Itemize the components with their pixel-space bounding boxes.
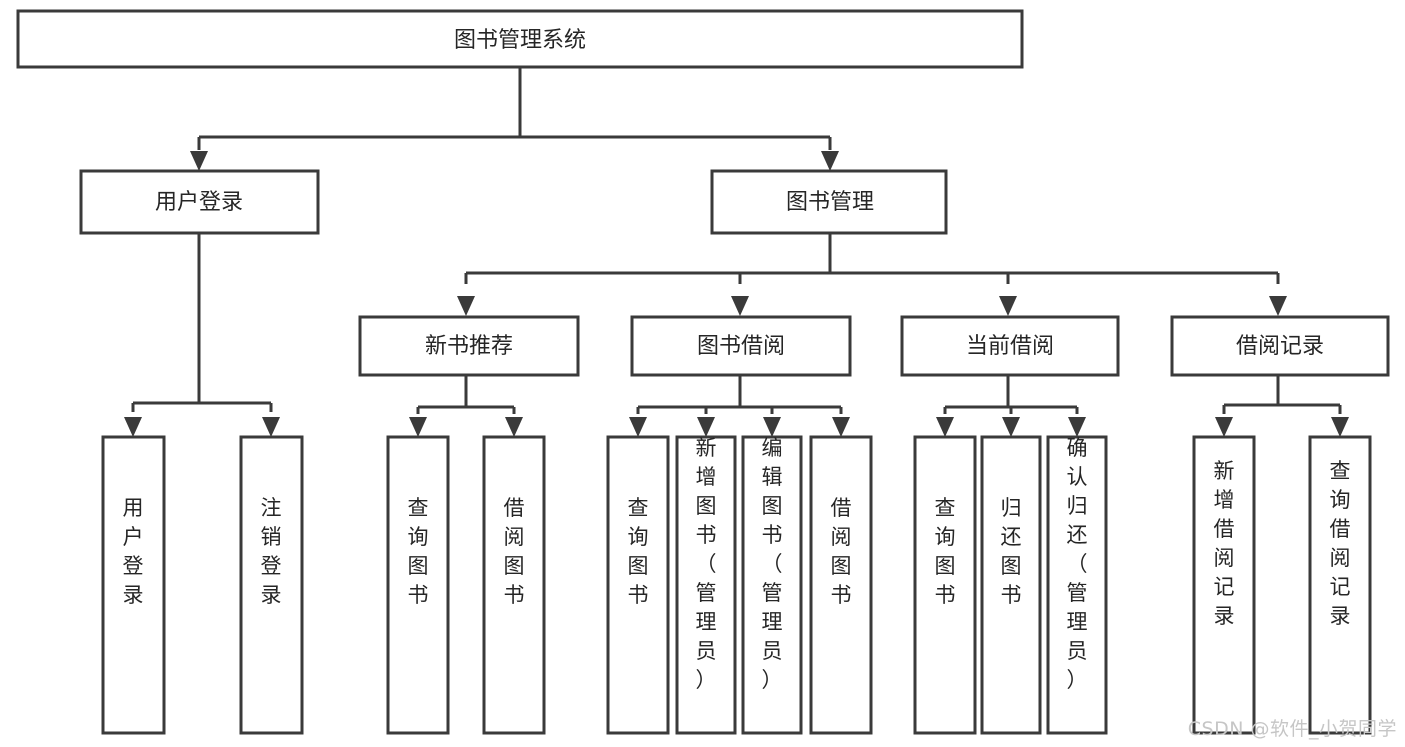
node-current-borrow-box[interactable] xyxy=(900,315,1120,377)
node-borrow-record-box[interactable] xyxy=(1170,315,1390,377)
leaf-node[interactable]: 编辑图书（管理员） xyxy=(741,435,803,735)
leaf-bb-borrow-book-label: 借阅图书 xyxy=(831,496,852,607)
leaf-br-query-record-box[interactable] xyxy=(1308,435,1372,735)
leaf-br-query-record-label: 查询借阅记录 xyxy=(1330,459,1351,628)
leaf-cb-confirm-return-admin-label: 确认归还（管理员） xyxy=(1067,436,1088,692)
leaf-bb-edit-book-admin-box[interactable] xyxy=(741,435,803,735)
leaf-bb-add-book-admin-box[interactable] xyxy=(675,435,737,735)
leaf-node[interactable]: 注销登录 xyxy=(239,435,304,735)
leaf-node[interactable]: 新增借阅记录 xyxy=(1192,435,1256,735)
leaf-user-login-box[interactable] xyxy=(101,435,166,735)
leaf-bb-borrow-book-box[interactable] xyxy=(809,435,873,735)
leaf-node[interactable]: 新增图书（管理员） xyxy=(675,435,737,735)
node-new-book-recommend-label: 新书推荐 xyxy=(425,334,513,359)
leaf-nbr-borrow-book-box[interactable] xyxy=(482,435,546,735)
node-current-borrow[interactable]: 当前借阅 xyxy=(900,315,1120,377)
arrow-to-nbr-leaf-1 xyxy=(409,417,427,437)
arrow-to-cb-leaf-1 xyxy=(936,417,954,437)
leaf-node[interactable]: 归还图书 xyxy=(980,435,1042,735)
leaf-br-add-record-label: 新增借阅记录 xyxy=(1214,459,1235,628)
leaf-nbr-query-book-box[interactable] xyxy=(386,435,450,735)
arrow-to-current-borrow xyxy=(999,296,1017,316)
leaf-bb-query-book-label: 查询图书 xyxy=(628,496,649,607)
node-root[interactable]: 图书管理系统 xyxy=(16,9,1024,69)
node-root-box[interactable] xyxy=(16,9,1024,69)
leaf-node[interactable]: 查询图书 xyxy=(913,435,977,735)
node-root-label: 图书管理系统 xyxy=(454,28,586,53)
leaf-logout-box[interactable] xyxy=(239,435,304,735)
leaf-cb-query-book-label: 查询图书 xyxy=(935,496,956,607)
arrow-to-cb-leaf-2 xyxy=(1002,417,1020,437)
node-user-login[interactable]: 用户登录 xyxy=(79,169,320,235)
arrow-to-leaf-user-login xyxy=(124,417,142,437)
leaf-node[interactable]: 借阅图书 xyxy=(809,435,873,735)
node-new-book-recommend[interactable]: 新书推荐 xyxy=(358,315,580,377)
arrow-to-nbr-leaf-2 xyxy=(505,417,523,437)
leaf-node[interactable]: 确认归还（管理员） xyxy=(1046,435,1108,735)
node-book-borrow-label: 图书借阅 xyxy=(697,334,785,359)
leaf-bb-add-book-admin-label: 新增图书（管理员） xyxy=(696,436,717,692)
leaf-node[interactable]: 查询借阅记录 xyxy=(1308,435,1372,735)
node-user-login-box[interactable] xyxy=(79,169,320,235)
node-borrow-record[interactable]: 借阅记录 xyxy=(1170,315,1390,377)
node-book-manage-box[interactable] xyxy=(710,169,948,235)
leaf-logout-label: 注销登录 xyxy=(261,496,282,607)
leaf-node[interactable]: 查询图书 xyxy=(606,435,670,735)
leaf-bb-query-book-box[interactable] xyxy=(606,435,670,735)
arrow-to-borrow-record xyxy=(1269,296,1287,316)
connector-layer xyxy=(124,67,1349,437)
arrow-to-bb-leaf-4 xyxy=(832,417,850,437)
leaf-cb-return-book-box[interactable] xyxy=(980,435,1042,735)
arrow-to-book-borrow xyxy=(731,296,749,316)
node-user-login-label: 用户登录 xyxy=(155,190,243,215)
arrow-to-bb-leaf-3 xyxy=(763,417,781,437)
leaf-nbr-query-book-label: 查询图书 xyxy=(408,496,429,607)
arrow-to-new-book-recommend xyxy=(457,296,475,316)
node-book-manage-label: 图书管理 xyxy=(786,190,874,215)
arrow-to-bb-leaf-1 xyxy=(629,417,647,437)
leaf-br-add-record-box[interactable] xyxy=(1192,435,1256,735)
leaf-node[interactable]: 查询图书 xyxy=(386,435,450,735)
arrow-to-user-login xyxy=(190,151,208,171)
leaf-bb-edit-book-admin-label: 编辑图书（管理员） xyxy=(762,436,783,692)
arrow-to-book-manage xyxy=(821,151,839,171)
arrow-to-br-leaf-1 xyxy=(1215,417,1233,437)
arrow-to-br-leaf-2 xyxy=(1331,417,1349,437)
node-book-borrow[interactable]: 图书借阅 xyxy=(630,315,852,377)
arrow-to-cb-leaf-3 xyxy=(1068,417,1086,437)
leaf-cb-return-book-label: 归还图书 xyxy=(1001,496,1022,607)
leaf-node[interactable]: 用户登录 xyxy=(101,435,166,735)
leaf-cb-confirm-return-admin-box[interactable] xyxy=(1046,435,1108,735)
node-book-manage[interactable]: 图书管理 xyxy=(710,169,948,235)
leaf-cb-query-book-box[interactable] xyxy=(913,435,977,735)
node-borrow-record-label: 借阅记录 xyxy=(1236,334,1324,359)
leaf-node[interactable]: 借阅图书 xyxy=(482,435,546,735)
node-new-book-recommend-box[interactable] xyxy=(358,315,580,377)
leaf-user-login-label: 用户登录 xyxy=(123,496,144,607)
node-current-borrow-label: 当前借阅 xyxy=(966,334,1054,359)
node-book-borrow-box[interactable] xyxy=(630,315,852,377)
arrow-to-leaf-logout xyxy=(262,417,280,437)
leaf-nbr-borrow-book-label: 借阅图书 xyxy=(504,496,525,607)
arrow-to-bb-leaf-2 xyxy=(697,417,715,437)
